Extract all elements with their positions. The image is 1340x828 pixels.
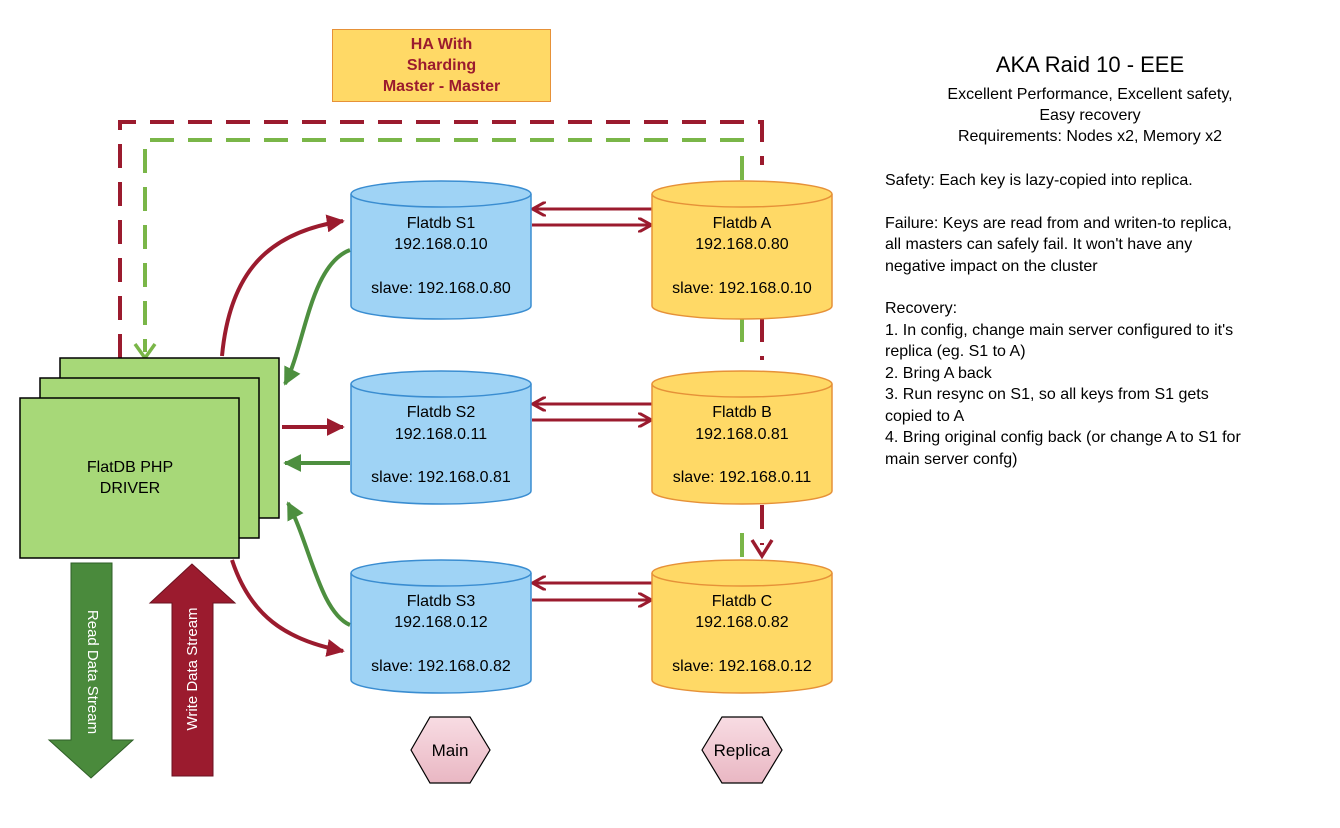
- replication-arrowhead-red: [750, 539, 774, 560]
- info-sub-3: Requirements: Nodes x2, Memory x2: [957, 128, 1223, 145]
- safety-text: Safety: Each key is lazy-copied into rep…: [885, 170, 1305, 192]
- legend-replica-label: Replica: [714, 741, 771, 760]
- recovery-line-2: replica (eg. S1 to A): [885, 343, 1026, 360]
- write-stream-arrow: [148, 563, 237, 777]
- driver-label-1: FlatDB PHP: [87, 459, 173, 476]
- replica-cylinder-c: [651, 559, 833, 694]
- replica-cylinder-a: [651, 180, 833, 320]
- read-curve-s3: [286, 501, 351, 627]
- main-cylinder-s3: [350, 559, 532, 694]
- recovery-line-7: main server confg): [885, 450, 1018, 468]
- legend-replica-hexagon: [701, 716, 783, 784]
- write-curve-s3: [230, 559, 345, 657]
- info-subtitle: Excellent Performance, Excellent safety,…: [890, 84, 1290, 147]
- title-box: HA With Sharding Master - Master: [332, 29, 551, 102]
- s3-slave: slave: 192.168.0.82: [371, 658, 511, 675]
- title-line-1: HA With: [410, 36, 473, 53]
- failure-line-3: negative impact on the cluster: [885, 257, 1098, 275]
- b-name: Flatdb B: [712, 404, 772, 421]
- legend-main-label: Main: [432, 741, 469, 760]
- write-curve-s1: [220, 214, 345, 357]
- read-stream-label: Read Data Stream: [84, 610, 101, 734]
- driver-label-2: DRIVER: [100, 480, 160, 497]
- recovery-title: Recovery:: [885, 300, 958, 317]
- s1-name: Flatdb S1: [407, 215, 476, 232]
- c-slave: slave: 192.168.0.12: [672, 658, 812, 675]
- recovery-line-5: copied to A: [885, 407, 965, 425]
- info-title: AKA Raid 10 - EEE: [995, 52, 1185, 77]
- c-ip: 192.168.0.82: [695, 614, 789, 631]
- info-sub-1: Excellent Performance, Excellent safety,: [947, 86, 1233, 103]
- failure-text: Failure: Keys are read from and writen-t…: [885, 213, 1305, 278]
- write-stream-label: Write Data Stream: [184, 607, 201, 730]
- failure-line-1: Failure: Keys are read from and writen-t…: [885, 214, 1232, 232]
- a-ip: 192.168.0.80: [695, 236, 789, 253]
- replication-path-green: [143, 138, 744, 560]
- recovery-line-3: 2. Bring A back: [885, 364, 992, 382]
- failure-line-2: all masters can safely fail. It won't ha…: [885, 236, 1193, 253]
- s3-ip: 192.168.0.12: [394, 614, 488, 631]
- c-name: Flatdb C: [712, 593, 772, 610]
- sync-arrows: [532, 209, 652, 600]
- read-curve-s1: [283, 248, 351, 386]
- s1-ip: 192.168.0.10: [394, 236, 488, 253]
- s2-name: Flatdb S2: [407, 404, 476, 421]
- b-slave: slave: 192.168.0.11: [673, 469, 812, 486]
- a-name: Flatdb A: [713, 215, 772, 232]
- b-ip: 192.168.0.81: [695, 426, 789, 443]
- info-sub-2: Easy recovery: [1039, 107, 1141, 124]
- s3-name: Flatdb S3: [407, 593, 476, 610]
- title-line-2: Sharding: [406, 57, 477, 74]
- recovery-text: Recovery: 1. In config, change main serv…: [885, 298, 1305, 470]
- info-body: Safety: Each key is lazy-copied into rep…: [885, 170, 1305, 491]
- recovery-line-6: 4. Bring original config back (or change…: [885, 429, 1241, 446]
- replica-cylinder-b: [651, 370, 833, 505]
- s2-slave: slave: 192.168.0.81: [371, 469, 511, 486]
- recovery-line-1: 1. In config, change main server configu…: [885, 321, 1234, 339]
- title-line-3: Master - Master: [382, 78, 501, 95]
- s2-ip: 192.168.0.11: [395, 426, 487, 443]
- replication-path-red: [118, 120, 764, 545]
- main-cylinder-s1: [350, 180, 532, 320]
- s1-slave: slave: 192.168.0.80: [371, 280, 511, 297]
- read-stream-arrow: [47, 562, 135, 779]
- legend-main-hexagon: [410, 716, 491, 784]
- main-cylinder-s2: [350, 370, 532, 505]
- a-slave: slave: 192.168.0.10: [672, 280, 812, 297]
- driver-stack: [19, 357, 280, 559]
- recovery-line-4: 3. Run resync on S1, so all keys from S1…: [885, 386, 1209, 403]
- safety-line: Safety: Each key is lazy-copied into rep…: [885, 172, 1193, 189]
